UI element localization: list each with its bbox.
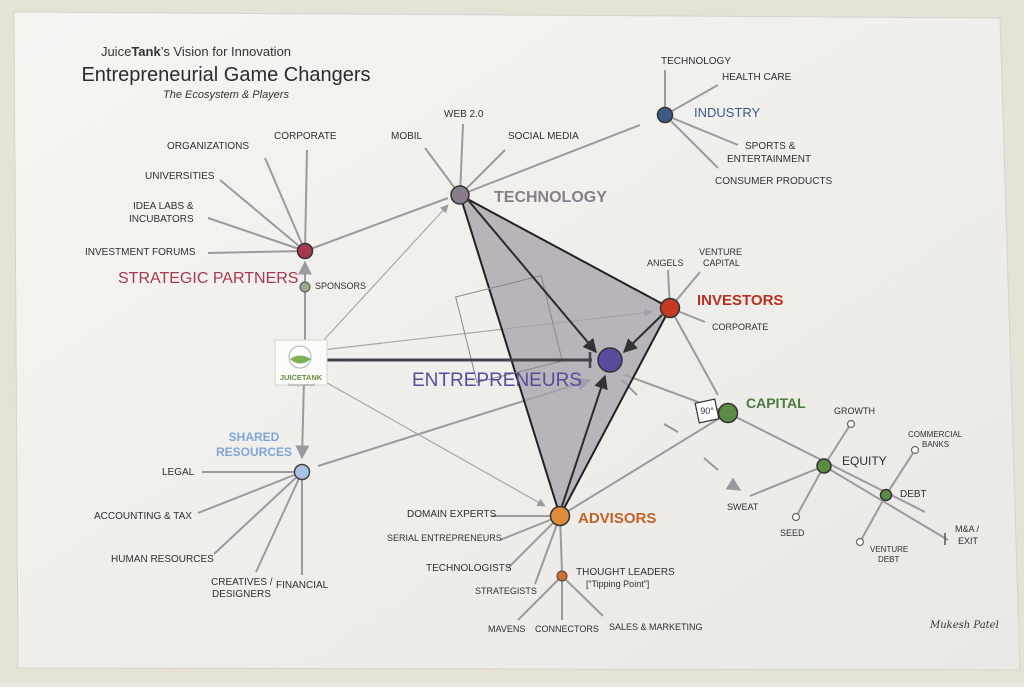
strategic-item-idea-labs-1: IDEA LABS & (133, 201, 194, 212)
investors-item-venture-2: CAPITAL (703, 258, 740, 268)
advisors-item-sales: SALES & MARKETING (609, 622, 703, 632)
capital-item-commercial-1: COMMERCIAL (908, 430, 963, 439)
capital-item-commercial-2: BANKS (922, 440, 949, 449)
advisors-item-thought-leaders: THOUGHT LEADERS (576, 567, 675, 578)
shared-item-creatives-2: DESIGNERS (212, 589, 271, 600)
capital-item-sweat: SWEAT (727, 502, 759, 512)
equity-node (816, 458, 832, 474)
advisors-label: ADVISORS (578, 510, 656, 527)
technology-spokes (424, 123, 641, 196)
industry-label: INDUSTRY (694, 105, 761, 120)
industry-item-health-care: HEALTH CARE (722, 72, 792, 83)
tech-item-web20: WEB 2.0 (444, 109, 484, 120)
advisors-node (549, 505, 571, 527)
advisors-item-strategists: STRATEGISTS (475, 586, 537, 596)
sponsors-label: SPONSORS (315, 281, 366, 291)
investors-item-angels: ANGELS (647, 258, 684, 268)
logo-tagline: Juicing startups (287, 382, 315, 387)
capital-endpoints (791, 419, 920, 547)
technology-node (450, 185, 470, 205)
entrepreneurs-node (597, 347, 623, 373)
capital-item-seed: SEED (780, 528, 805, 538)
page-subtitle: The Ecosystem & Players (163, 89, 289, 101)
shared-item-hr: HUMAN RESOURCES (111, 554, 214, 565)
shared-spokes (197, 339, 592, 575)
shared-resources-node (293, 463, 311, 481)
industry-item-sports-2: ENTERTAINMENT (727, 154, 811, 165)
capital-node (717, 402, 739, 424)
investors-label: INVESTORS (697, 292, 783, 309)
juicetank-logo: JUICETANK Juicing startups (274, 339, 328, 387)
logo-text: JUICETANK (280, 373, 323, 382)
capital-item-equity: EQUITY (842, 454, 887, 468)
entrepreneurs-label: ENTREPRENEURS (412, 370, 582, 391)
sponsors-node (299, 281, 311, 293)
shared-item-creatives-1: CREATIVES / (211, 577, 273, 588)
industry-item-sports-1: SPORTS & (745, 141, 796, 152)
shared-resources-label-2: RESOURCES (216, 445, 292, 459)
industry-spokes (664, 70, 739, 169)
capital-item-debt: DEBT (900, 489, 927, 500)
advisors-item-domain-experts: DOMAIN EXPERTS (407, 509, 497, 520)
strategic-item-investment-forums: INVESTMENT FORUMS (85, 247, 196, 258)
strategic-spokes (207, 149, 449, 340)
strategic-item-idea-labs-2: INCUBATORS (129, 214, 194, 225)
advisors-item-tipping-point: [“Tipping Point”] (586, 579, 649, 589)
advisors-spokes (492, 515, 604, 621)
capital-network: 90° (559, 374, 949, 545)
technology-label: TECHNOLOGY (494, 189, 607, 206)
capital-item-venture-debt-2: DEBT (878, 555, 899, 564)
strategic-item-corporate: CORPORATE (274, 131, 337, 142)
investors-node (659, 297, 681, 319)
shared-item-accounting: ACCOUNTING & TAX (94, 511, 192, 522)
thought-leaders-node (556, 570, 568, 582)
advisors-item-serial: SERIAL ENTREPRENEURS (387, 533, 502, 543)
industry-node (656, 106, 674, 124)
shared-resources-label-1: SHARED (229, 430, 280, 444)
advisors-item-technologists: TECHNOLOGISTS (426, 563, 512, 574)
tech-item-social-media: SOCIAL MEDIA (508, 131, 579, 142)
core-triangle (458, 192, 672, 519)
investors-item-corporate: CORPORATE (712, 322, 768, 332)
capital-angle-label: 90° (700, 406, 714, 416)
debt-node (879, 488, 893, 502)
investors-item-venture-1: VENTURE (699, 247, 742, 257)
capital-item-ma-1: M&A / (955, 524, 980, 534)
inner-square (455, 275, 563, 383)
strategic-item-organizations: ORGANIZATIONS (167, 141, 249, 152)
tech-item-mobil: MOBIL (391, 131, 423, 142)
strategic-partners-label: STRATEGIC PARTNERS (118, 270, 298, 287)
strategic-item-universities: UNIVERSITIES (145, 171, 215, 182)
advisors-item-connectors: CONNECTORS (535, 624, 599, 634)
signature: Mukesh Patel (929, 620, 999, 631)
industry-item-technology: TECHNOLOGY (661, 56, 731, 67)
capital-label: CAPITAL (746, 395, 806, 411)
advisors-item-mavens: MAVENS (488, 624, 525, 634)
industry-item-consumer: CONSUMER PRODUCTS (715, 176, 833, 187)
shared-item-financial: FINANCIAL (276, 580, 329, 591)
brand-line: JuiceTank’s Vision for Innovation (101, 44, 291, 59)
shared-item-legal: LEGAL (162, 467, 195, 478)
capital-item-ma-2: EXIT (958, 536, 979, 546)
capital-item-growth: GROWTH (834, 406, 875, 416)
page-title: Entrepreneurial Game Changers (81, 64, 370, 86)
strategic-partners-node (296, 242, 314, 260)
capital-item-venture-debt-1: VENTURE (870, 545, 908, 554)
